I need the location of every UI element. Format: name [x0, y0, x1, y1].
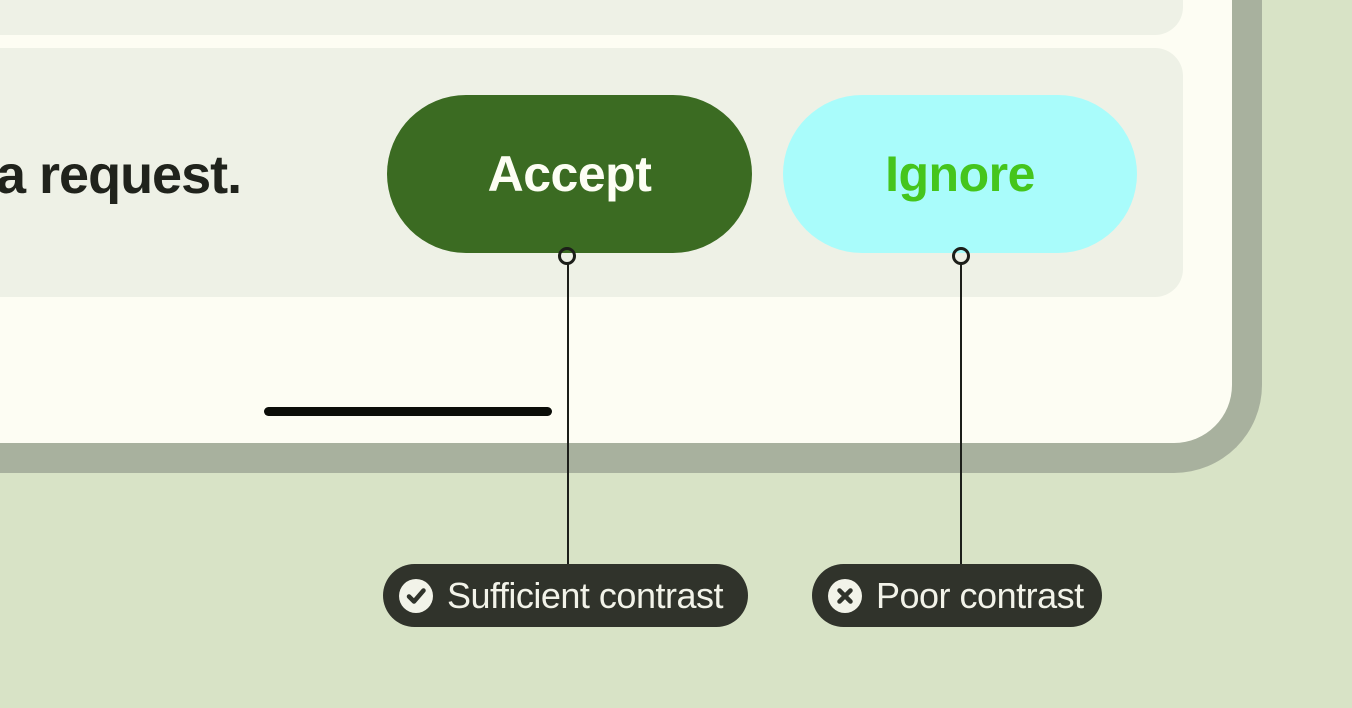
annotation-poor-contrast: Poor contrast: [812, 564, 1102, 627]
callout-line-poor: [960, 264, 962, 565]
message-panel-top: [0, 0, 1183, 35]
annotation-sufficient-contrast: Sufficient contrast: [383, 564, 748, 627]
annotation-label: Sufficient contrast: [447, 574, 724, 616]
callout-line-sufficient: [567, 264, 569, 565]
x-icon: [828, 578, 862, 613]
callout-anchor-circle-sufficient: [558, 247, 576, 265]
callout-anchor-circle-poor: [952, 247, 970, 265]
accept-button[interactable]: Accept: [387, 95, 752, 253]
home-indicator-bar: [264, 407, 552, 416]
ignore-button[interactable]: Ignore: [783, 95, 1137, 253]
check-icon: [399, 578, 433, 613]
message-text: a request.: [0, 145, 242, 205]
annotation-label: Poor contrast: [876, 574, 1084, 616]
